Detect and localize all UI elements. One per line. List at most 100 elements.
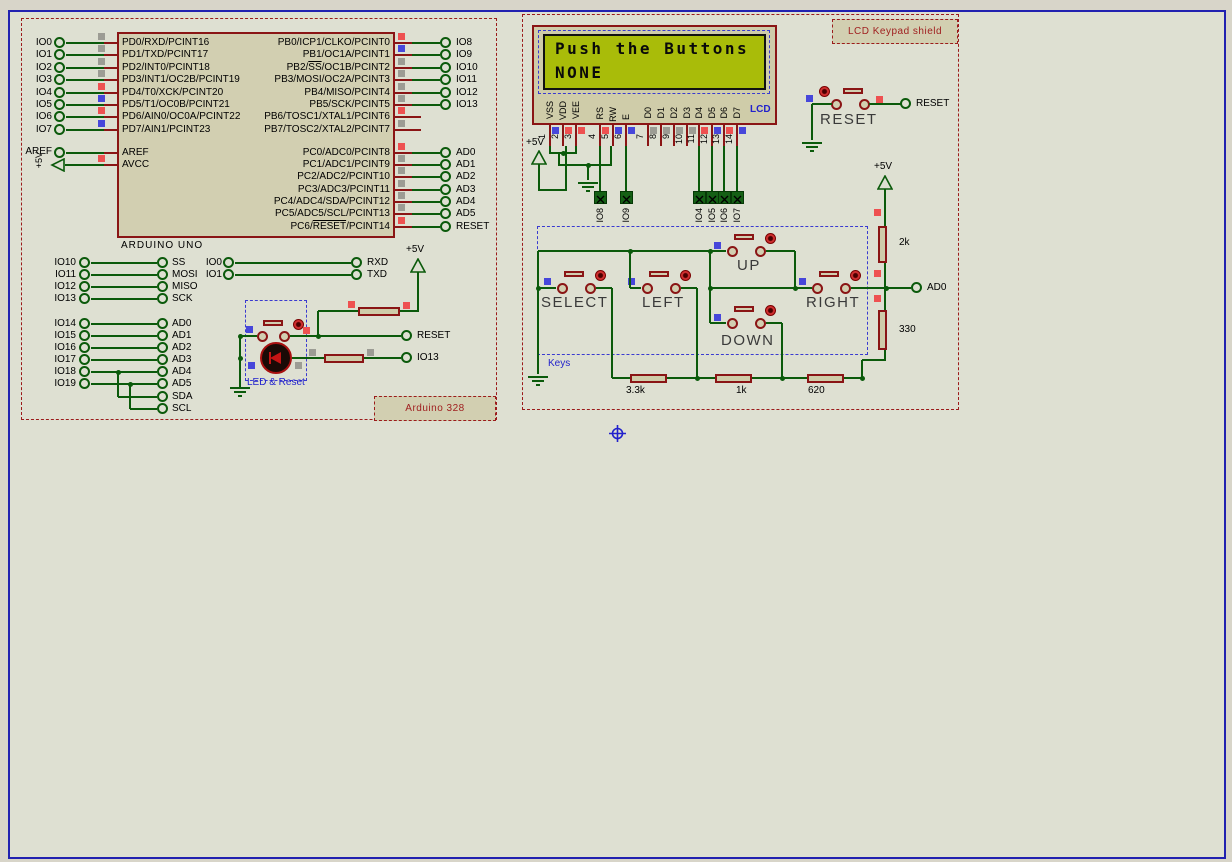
terminal-AD3[interactable] xyxy=(440,184,451,195)
wire xyxy=(681,287,697,289)
up-button-cap[interactable] xyxy=(734,234,754,240)
terminal-IO16[interactable] xyxy=(79,342,90,353)
led-series-resistor[interactable] xyxy=(324,354,364,363)
keys-resistor-620[interactable] xyxy=(807,374,844,383)
terminal-IO15[interactable] xyxy=(79,330,90,341)
terminal-AD0[interactable] xyxy=(440,147,451,158)
terminal-AD3[interactable] xyxy=(157,354,168,365)
ladder-resistor-330[interactable] xyxy=(878,310,887,350)
terminal-IO14[interactable] xyxy=(79,318,90,329)
terminal-AD1[interactable] xyxy=(440,159,451,170)
led-icon[interactable] xyxy=(260,342,292,374)
shield-reset-button-cap[interactable] xyxy=(843,88,863,94)
red-state-square xyxy=(578,127,585,134)
wire xyxy=(240,335,257,337)
select-button-actuator-icon[interactable] xyxy=(595,270,606,281)
terminal-IO13[interactable] xyxy=(440,99,451,110)
terminal-IO7[interactable] xyxy=(54,124,65,135)
terminal-AD4[interactable] xyxy=(157,366,168,377)
terminal-RESET[interactable] xyxy=(401,330,412,341)
terminal-IO2[interactable] xyxy=(54,62,65,73)
terminal-IO12[interactable] xyxy=(440,87,451,98)
right-button-actuator-icon[interactable] xyxy=(850,270,861,281)
terminal-IO0[interactable] xyxy=(223,257,234,268)
ardu-reset-button-cap[interactable] xyxy=(263,320,283,326)
right-button-cap[interactable] xyxy=(819,271,839,277)
left-button-actuator-icon[interactable] xyxy=(680,270,691,281)
terminal-AD4[interactable] xyxy=(440,196,451,207)
terminal-IO8[interactable] xyxy=(440,37,451,48)
terminal-IO19[interactable] xyxy=(79,378,90,389)
wire xyxy=(412,189,440,191)
wire xyxy=(766,322,782,324)
terminal-AD0[interactable] xyxy=(157,318,168,329)
terminal-SDA[interactable] xyxy=(157,391,168,402)
terminal-AD2[interactable] xyxy=(440,171,451,182)
ardu-reset-button-pin[interactable] xyxy=(257,331,268,342)
terminal-IO17[interactable] xyxy=(79,354,90,365)
terminal-IO11[interactable] xyxy=(79,269,90,280)
terminal-IO6[interactable] xyxy=(54,111,65,122)
terminal-IO12[interactable] xyxy=(79,281,90,292)
ardu-reset-button-pin[interactable] xyxy=(279,331,290,342)
up-button-actuator-icon[interactable] xyxy=(765,233,776,244)
terminal-label-IO6: IO6 xyxy=(35,111,52,122)
arduino-uno-chip-body[interactable] xyxy=(117,32,395,238)
up-button-pin[interactable] xyxy=(727,246,738,257)
terminal-IO3[interactable] xyxy=(54,74,65,85)
select-button-pin[interactable] xyxy=(585,283,596,294)
select-button-pin[interactable] xyxy=(557,283,568,294)
terminal-AD1[interactable] xyxy=(157,330,168,341)
terminal-label-SS: SS xyxy=(172,257,186,268)
left-button-pin[interactable] xyxy=(642,283,653,294)
terminal-IO1[interactable] xyxy=(54,49,65,60)
terminal-IO0[interactable] xyxy=(54,37,65,48)
left-button-cap[interactable] xyxy=(649,271,669,277)
terminal-IO10[interactable] xyxy=(440,62,451,73)
terminal-IO9[interactable] xyxy=(440,49,451,60)
terminal-SCL[interactable] xyxy=(157,403,168,414)
terminal-SS[interactable] xyxy=(157,257,168,268)
terminal-AD0[interactable] xyxy=(911,282,922,293)
terminal-AD5[interactable] xyxy=(440,208,451,219)
terminal-IO18[interactable] xyxy=(79,366,90,377)
terminal-AD2[interactable] xyxy=(157,342,168,353)
blue-state-square xyxy=(714,127,721,134)
terminal-IO11[interactable] xyxy=(440,74,451,85)
terminal-RESET-shield[interactable] xyxy=(900,98,911,109)
down-button-pin[interactable] xyxy=(727,318,738,329)
shield-reset-button-actuator-icon[interactable] xyxy=(819,86,830,97)
terminal-AD5[interactable] xyxy=(157,378,168,389)
terminal-SCK[interactable] xyxy=(157,293,168,304)
led-reset-group-label: LED & Reset xyxy=(247,377,305,388)
ladder-resistor-2k[interactable] xyxy=(878,226,887,263)
terminal-MOSI[interactable] xyxy=(157,269,168,280)
up-button-pin[interactable] xyxy=(755,246,766,257)
terminal-MISO[interactable] xyxy=(157,281,168,292)
terminal-AREF[interactable] xyxy=(54,147,65,158)
terminal-RXD[interactable] xyxy=(351,257,362,268)
terminal-IO1[interactable] xyxy=(223,269,234,280)
ardu-reset-button-actuator-icon[interactable] xyxy=(293,319,304,330)
keys-resistor-3.3k[interactable] xyxy=(630,374,667,383)
reset-pullup-resistor[interactable] xyxy=(358,307,400,316)
select-button-cap[interactable] xyxy=(564,271,584,277)
wire xyxy=(91,298,157,300)
terminal-IO13[interactable] xyxy=(401,352,412,363)
keys-resistor-1k[interactable] xyxy=(715,374,752,383)
terminal-TXD[interactable] xyxy=(351,269,362,280)
terminal-IO13[interactable] xyxy=(79,293,90,304)
terminal-IO10[interactable] xyxy=(79,257,90,268)
right-button-pin[interactable] xyxy=(812,283,823,294)
down-button-pin[interactable] xyxy=(755,318,766,329)
right-button-pin[interactable] xyxy=(840,283,851,294)
chip-pin-name: PB0/ICP1/CLKO/PCINT0 xyxy=(277,37,390,48)
left-button-pin[interactable] xyxy=(670,283,681,294)
down-button-cap[interactable] xyxy=(734,306,754,312)
down-button-actuator-icon[interactable] xyxy=(765,305,776,316)
shield-reset-button-pin[interactable] xyxy=(831,99,842,110)
terminal-IO5[interactable] xyxy=(54,99,65,110)
terminal-RESET[interactable] xyxy=(440,221,451,232)
terminal-IO4[interactable] xyxy=(54,87,65,98)
terminal-label-AD3: AD3 xyxy=(456,184,476,195)
